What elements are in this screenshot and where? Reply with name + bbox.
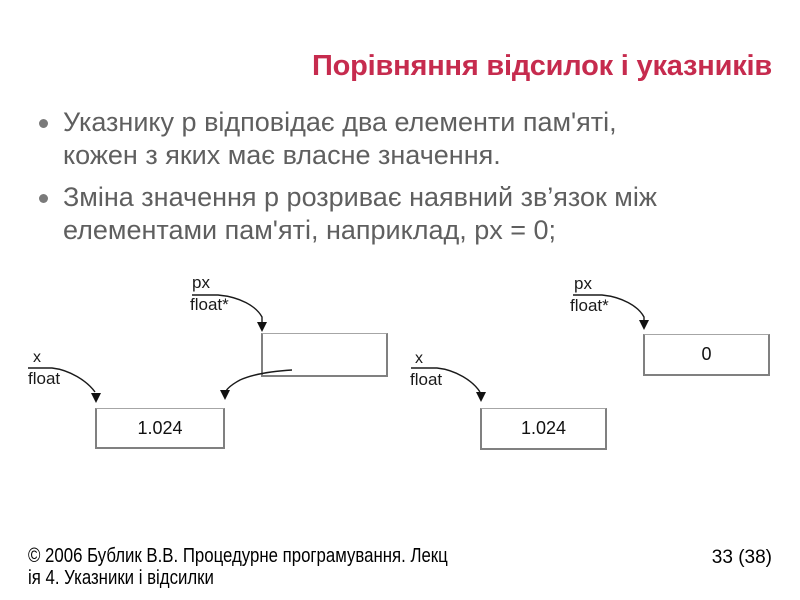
bullet-line: елементами пам'яті, наприклад, px = 0; [63,215,557,245]
arrowhead-icon [220,390,230,400]
bullet-text: Зміна значення p розриває наявний зв’язо… [63,181,657,247]
footer-line: © 2006 Бублик В.В. Процедурне програмува… [28,545,448,567]
footer-copyright: © 2006 Бублик В.В. Процедурне програмува… [28,545,566,589]
variable-memory-box: 1.024 [480,408,607,450]
variable-type-label: float [28,369,61,388]
pointer-memory-box: 0 [643,334,770,376]
variable-box-value: 1.024 [520,418,567,438]
variable-box-value: 1.024 [137,417,183,438]
pointer-name-label: px [192,273,210,292]
variable-name-label: x [415,350,423,367]
pointer-type-label: float* [570,296,609,315]
bullet-icon [39,119,48,128]
list-item: Зміна значення p розриває наявний зв’язо… [30,181,775,247]
page-title: Порівняння відсилок і указників [312,50,772,82]
bullet-line: кожен з яких має власне значення. [63,140,501,170]
page-number: 33 (38) [711,547,772,568]
pointer-type-label: float* [190,295,229,314]
list-item: Указнику p відповідає два елементи пам'я… [30,106,775,172]
footer-line: ія 4. Указники і відсилки [28,567,214,589]
bullet-line: Зміна значення p розриває наявний зв’язо… [63,182,657,212]
pointer-name-label: px [574,274,592,293]
pointer-box-value: 0 [701,344,712,364]
arrowhead-icon [476,392,486,402]
arrowhead-icon [91,393,101,403]
bullet-line: Указнику p відповідає два елементи пам'я… [63,107,617,137]
bullet-icon [39,194,48,203]
arrowhead-icon [639,320,649,330]
pointer-memory-box [261,333,388,377]
bullet-text: Указнику p відповідає два елементи пам'я… [63,106,617,172]
variable-name-label: x [33,349,41,366]
variable-memory-box: 1.024 [95,408,225,449]
bullet-list: Указнику p відповідає два елементи пам'я… [30,106,775,256]
variable-type-label: float [410,370,443,389]
arrowhead-icon [257,322,267,332]
